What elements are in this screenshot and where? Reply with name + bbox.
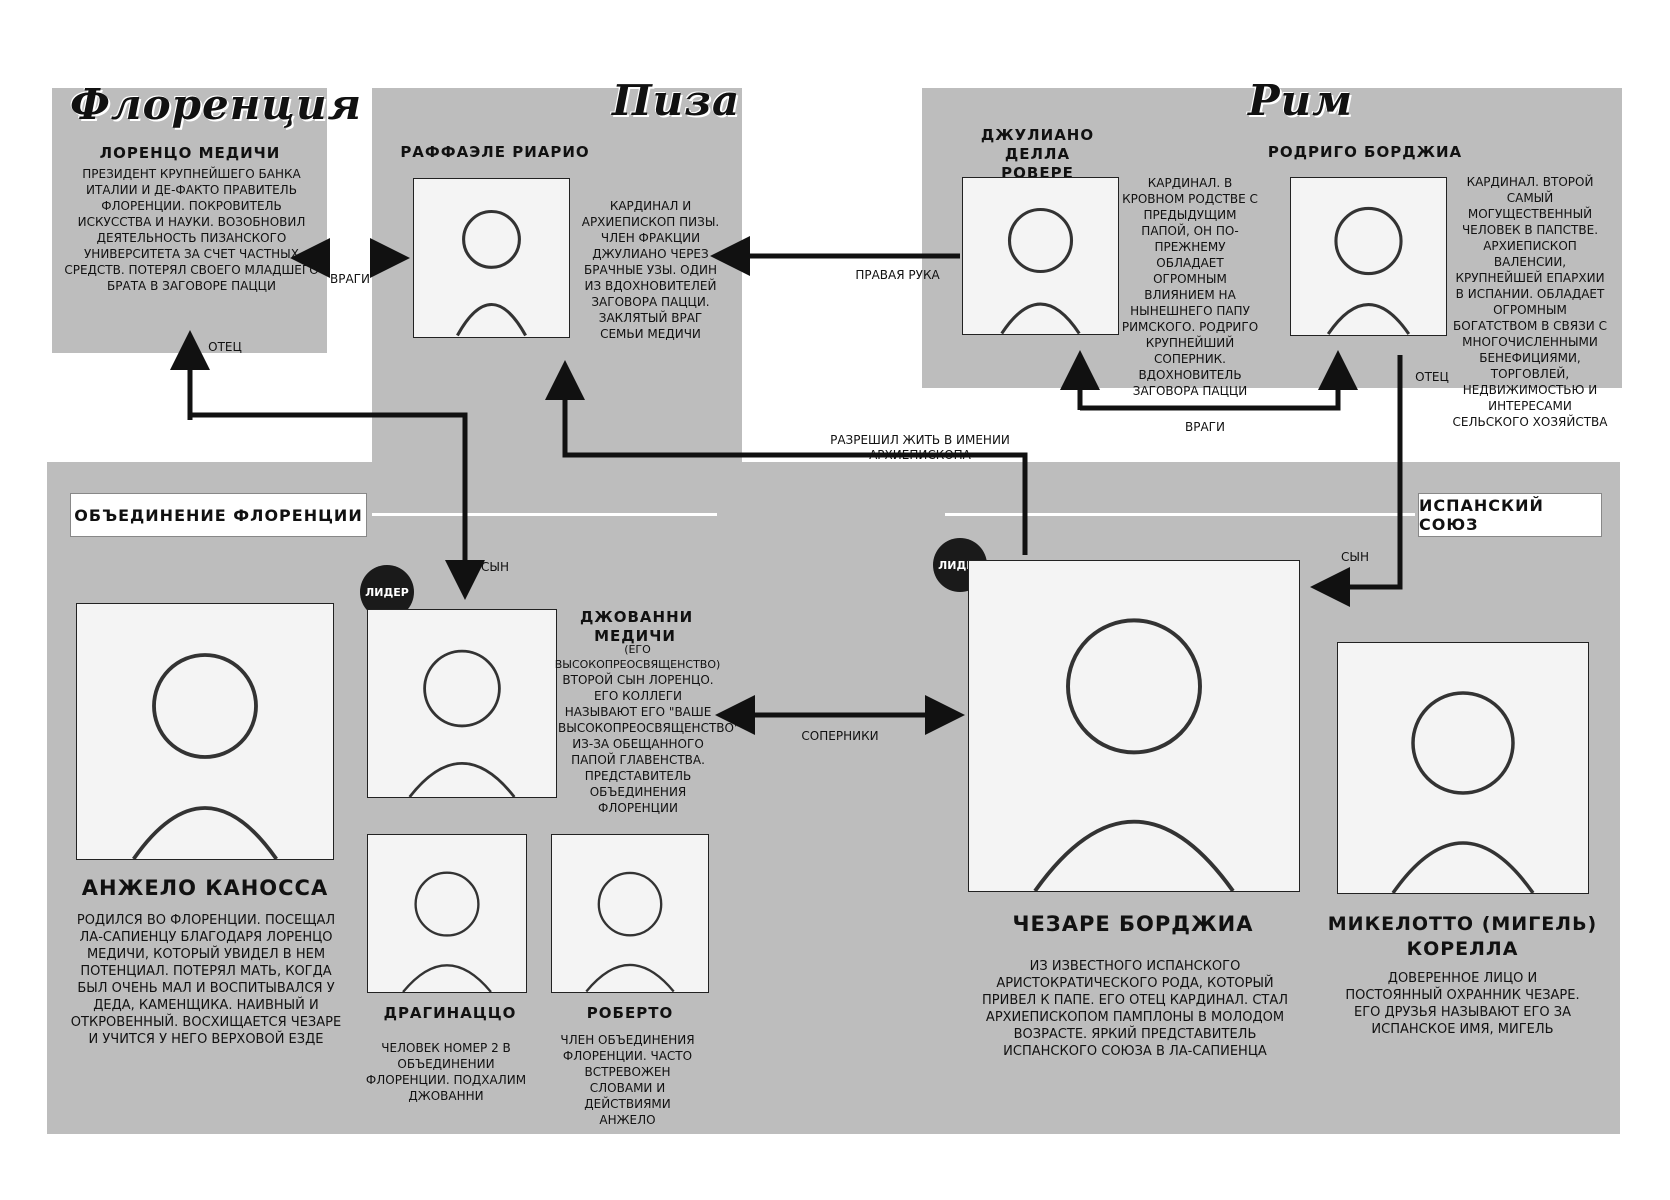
label-son-2: СЫН: [1341, 550, 1369, 564]
arrow-icon: [1310, 355, 1403, 607]
portrait-icon: [585, 871, 675, 992]
portrait-icon: [132, 653, 278, 859]
label-son-1: СЫН: [481, 560, 509, 574]
roberto-name: РОБЕРТО: [586, 1004, 674, 1022]
section-rule-right: [945, 513, 1415, 516]
cesare-description: ИЗ ИЗВЕСТНОГО ИСПАНСКОГО АРИСТОКРАТИЧЕСК…: [981, 959, 1289, 1059]
raffaele-name: РАФФАЭЛЕ РИАРИО: [400, 143, 590, 161]
lorenzo-name: ЛОРЕНЦО МЕДИЧИ: [99, 144, 281, 162]
giovanni-description: ВТОРОЙ СЫН ЛОРЕНЦО. ЕГО КОЛЛЕГИ НАЗЫВАЮТ…: [558, 673, 740, 815]
label-allowed-to-live: РАЗРЕШИЛ ЖИТЬ В ИМЕНИИ АРХИЕПИСКОПА: [830, 433, 1010, 462]
arrow-icon: [545, 360, 1028, 555]
angelo-name: АНЖЕЛО КАНОССА: [81, 876, 329, 900]
label-rivals: СОПЕРНИКИ: [801, 729, 879, 743]
rodrigo-portrait: [1290, 177, 1447, 336]
portrait-icon: [408, 649, 516, 797]
section-spanish-union: ИСПАНСКИЙ СОЮЗ: [1418, 493, 1602, 537]
dragonazzo-portrait: [367, 834, 527, 993]
roberto-description: ЧЛЕН ОБЪЕДИНЕНИЯ ФЛОРЕНЦИИ. ЧАСТО ВСТРЕВ…: [560, 1033, 695, 1127]
portrait-icon: [1033, 618, 1235, 891]
giuliano-description: КАРДИНАЛ. В КРОВНОМ РОДСТВЕ С ПРЕДЫДУЩИМ…: [1121, 176, 1259, 398]
rodrigo-description: КАРДИНАЛ. ВТОРОЙ САМЫЙ МОГУЩЕСТВЕННЫЙ ЧЕ…: [1452, 175, 1608, 429]
region-title-pisa: Пиза: [612, 76, 741, 125]
label-right-hand: ПРАВАЯ РУКА: [855, 268, 940, 282]
portrait-icon: [402, 871, 492, 992]
label-enemies-1: ВРАГИ: [330, 272, 370, 286]
florence-panel: [52, 88, 327, 353]
section-rule-left: [372, 513, 717, 516]
cesare-portrait: [968, 560, 1300, 892]
cesare-name: ЧЕЗАРЕ БОРДЖИА: [1012, 912, 1254, 936]
portrait-icon: [1326, 206, 1411, 335]
micheletto-portrait: [1337, 642, 1589, 894]
giovanni-name: ДЖОВАННИ МЕДИЧИ: [580, 608, 694, 645]
raffaele-description: КАРДИНАЛ И АРХИЕПИСКОП ПИЗЫ. ЧЛЕН ФРАКЦИ…: [581, 199, 720, 341]
section-florence-union: ОБЪЕДИНЕНИЕ ФЛОРЕНЦИИ: [70, 493, 367, 537]
giovanni-subtitle: (ЕГО ВЫСОКОПРЕОСВЯЩЕНСТВО): [554, 643, 721, 671]
raffaele-portrait: [413, 178, 570, 338]
portrait-icon: [456, 209, 527, 337]
dragonazzo-description: ЧЕЛОВЕК НОМЕР 2 В ОБЪЕДИНЕНИИ ФЛОРЕНЦИИ.…: [365, 1041, 527, 1103]
arrow-icon: [1080, 350, 1358, 411]
roberto-portrait: [551, 834, 709, 993]
micheletto-description: ДОВЕРЕННОЕ ЛИЦО И ПОСТОЯННЫЙ ОХРАННИК ЧЕ…: [1345, 971, 1580, 1037]
rodrigo-name: РОДРИГО БОРДЖИА: [1267, 143, 1463, 161]
dragonazzo-name: ДРАГИНАЦЦО: [383, 1004, 517, 1022]
arrow-icon: [190, 412, 485, 600]
label-father-2: ОТЕЦ: [1415, 370, 1449, 384]
region-title-florence: Флоренция: [70, 80, 363, 129]
label-father-1: ОТЕЦ: [208, 340, 242, 354]
angelo-description: РОДИЛСЯ ВО ФЛОРЕНЦИИ. ПОСЕЩАЛ ЛА-САПИЕНЦ…: [70, 913, 342, 1047]
angelo-portrait: [76, 603, 334, 860]
micheletto-name: МИКЕЛОТТО (МИГЕЛЬ) КОРЕЛЛА: [1327, 913, 1598, 960]
giovanni-portrait: [367, 609, 557, 798]
portrait-icon: [1391, 691, 1535, 893]
lorenzo-description: ПРЕЗИДЕНТ КРУПНЕЙШЕГО БАНКА ИТАЛИИ И ДЕ-…: [64, 167, 319, 293]
region-title-rome: Рим: [1248, 76, 1354, 125]
portrait-icon: [1000, 207, 1081, 334]
giuliano-portrait: [962, 177, 1119, 335]
label-enemies-2: ВРАГИ: [1185, 420, 1225, 434]
